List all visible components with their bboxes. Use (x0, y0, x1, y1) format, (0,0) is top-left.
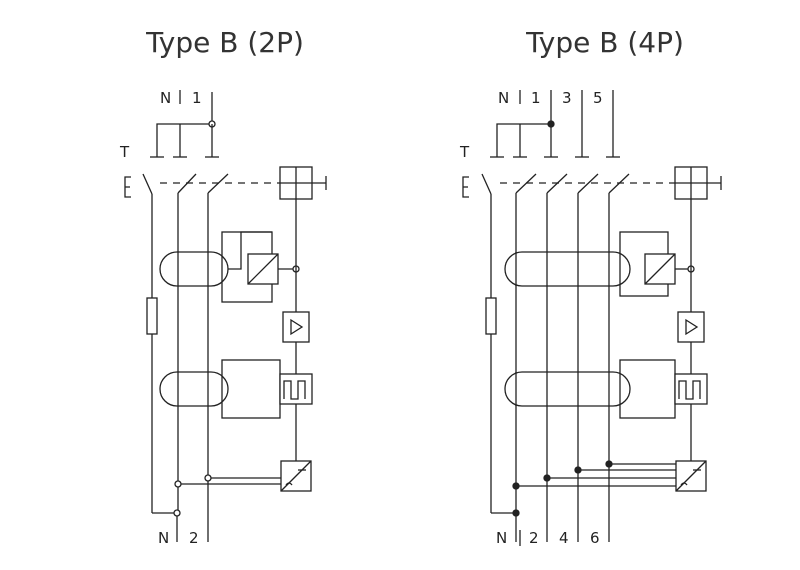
test-label: T (119, 143, 130, 161)
switch-blade-n (481, 173, 492, 195)
test-node (547, 120, 555, 128)
bottom-terminal-n: N (158, 529, 169, 547)
relay-diagonal (644, 253, 676, 285)
ct2-frame (221, 359, 281, 419)
supply-node-1 (174, 480, 182, 488)
top-terminal-3: 3 (562, 89, 572, 107)
supply-node-7 (605, 460, 613, 468)
supply-node-2 (204, 474, 212, 482)
supply-node-3 (543, 474, 551, 482)
top-terminal-1: 1 (531, 89, 541, 107)
bottom-terminal-2: 2 (529, 529, 539, 547)
supply-node-1 (512, 482, 520, 490)
square-wave-icon (283, 380, 306, 400)
bottom-terminal-4: 4 (559, 529, 569, 547)
amplifier-icon (290, 318, 304, 336)
switch-blade-5 (577, 173, 599, 194)
amplifier-block (677, 311, 705, 343)
switch-blade-n (142, 173, 153, 195)
amplifier-icon (685, 318, 699, 336)
resistor-icon (146, 297, 158, 335)
top-terminal-1: 1 (192, 89, 202, 107)
relay-diagonal (247, 253, 279, 285)
ac-symbol-icon (680, 482, 688, 486)
top-terminal-n: N (160, 89, 171, 107)
current-transformer-2 (159, 371, 229, 407)
test-label: T (459, 143, 470, 161)
current-transformer-1 (504, 251, 631, 287)
top-terminal-n: N (498, 89, 509, 107)
bottom-terminal-n: N (496, 529, 507, 547)
current-transformer-2 (504, 371, 631, 407)
ac-symbol-icon (285, 482, 293, 486)
bottom-node-n (173, 509, 181, 517)
top-terminal-5: 5 (593, 89, 603, 107)
current-transformer-1 (159, 251, 229, 287)
supply-node-5 (574, 466, 582, 474)
diagram-title-4p: Type B (4P) (526, 26, 684, 59)
resistor-icon (485, 297, 497, 335)
diagram-title-2p: Type B (2P) (146, 26, 304, 59)
square-wave-icon (678, 380, 701, 400)
diagram-2p: N 1 T (119, 89, 327, 547)
test-wire (156, 123, 212, 157)
amplifier-block (282, 311, 310, 343)
test-wire (496, 123, 551, 157)
bottom-node-n (512, 509, 520, 517)
converter-diagonal (280, 460, 312, 492)
bottom-terminal-6: 6 (590, 529, 600, 547)
bottom-terminal-2: 2 (189, 529, 199, 547)
diagram-4p: N 1 3 5 T (459, 89, 722, 547)
converter-diagonal (675, 460, 707, 492)
